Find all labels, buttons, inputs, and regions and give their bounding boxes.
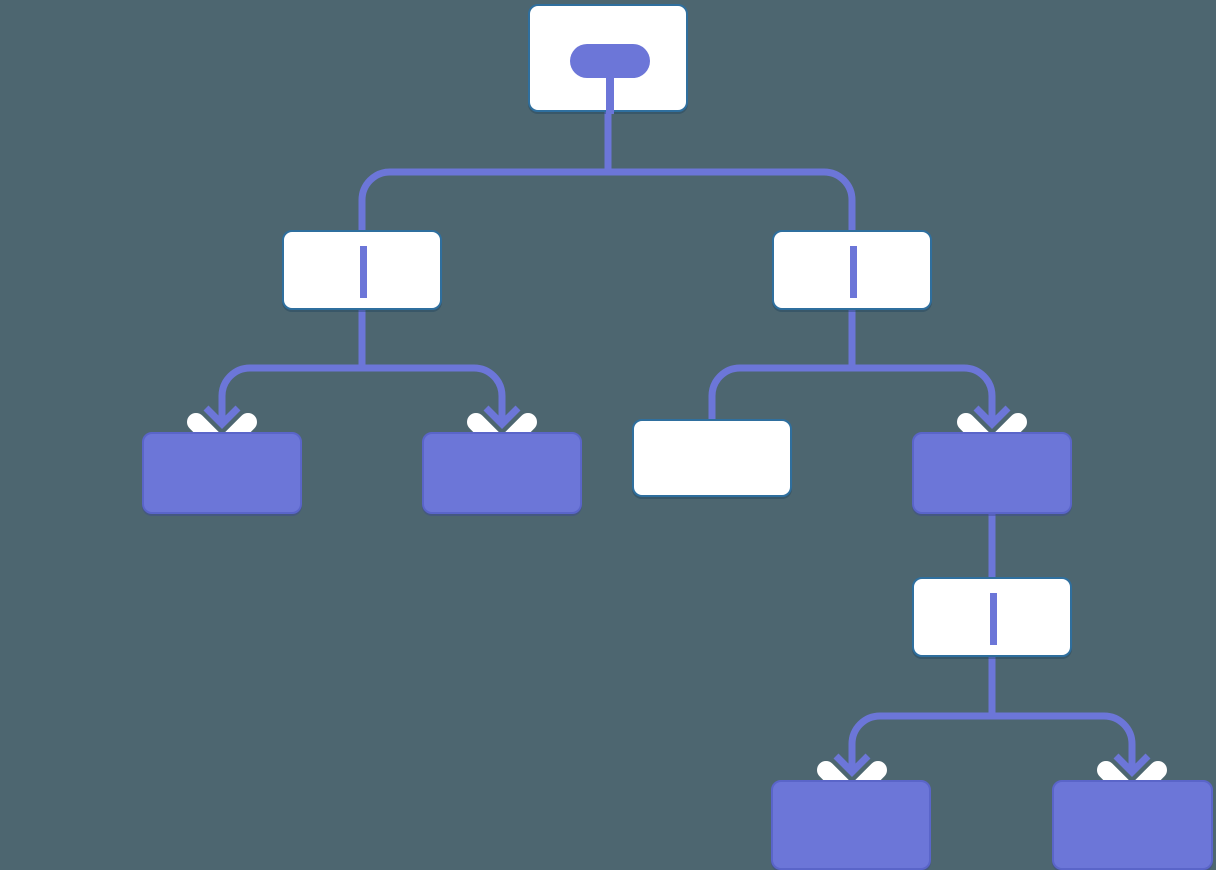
node-level2-c[interactable] [632,419,792,497]
edge-l3-to-l4-a [848,712,992,772]
edge-l1-right-to-l2-c [708,364,852,419]
edge-root-to-l1-left [358,168,608,230]
arrowhead-l4-b [1113,753,1151,777]
edge-root-to-level1 [358,112,856,230]
edge-l1-left-to-l2-a [218,364,362,424]
node-level4-a[interactable] [771,780,931,870]
root-stem-shape [606,70,614,114]
node-level2-a[interactable] [142,432,302,514]
node-level4-b[interactable] [1052,780,1213,870]
arrowhead-l4-a [833,753,871,777]
edge-l1-left-to-l2-b [362,364,506,424]
node-inner-line [850,246,857,298]
edge-l3-to-l4-b [992,712,1136,772]
node-level3[interactable] [912,577,1072,657]
node-level1-left[interactable] [282,230,442,310]
node-level1-right[interactable] [772,230,932,310]
arrowhead-l2-d [973,405,1011,429]
node-inner-line [990,593,997,645]
node-inner-line [360,246,367,298]
edge-group-left-subtree [203,310,521,429]
edge-group-right-subtree [708,310,1011,429]
arrowhead-l2-a [203,405,241,429]
node-root[interactable] [528,4,688,114]
edge-root-to-l1-right [608,168,856,230]
arrowhead-l2-b [483,405,521,429]
node-level2-b[interactable] [422,432,582,514]
edge-l1-right-to-l2-d [852,364,996,424]
edge-group-bottom-subtree [833,657,1151,777]
node-level2-d[interactable] [912,432,1072,514]
